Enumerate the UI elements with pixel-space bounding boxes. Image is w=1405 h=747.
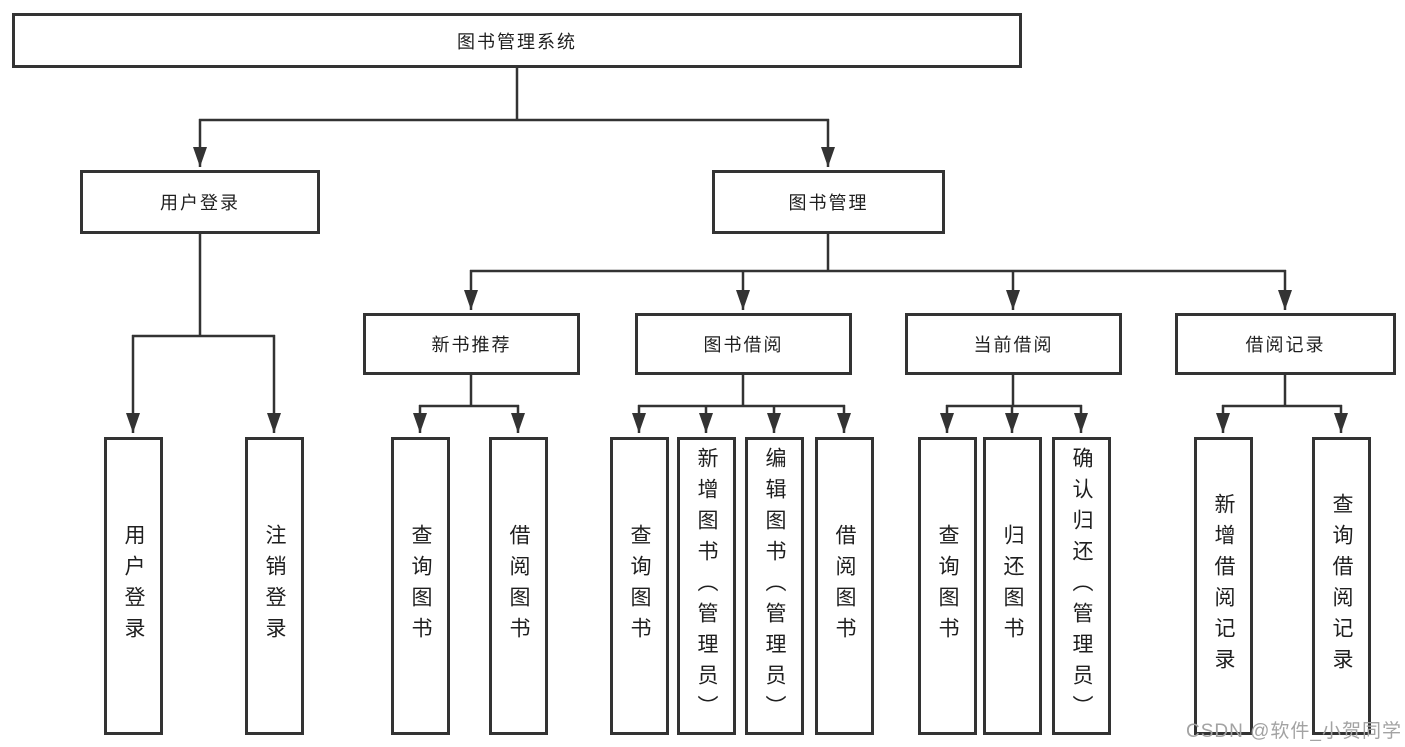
leaf-recommend-query-books: 查询图书 (391, 437, 450, 735)
leaf-current-return-books: 归还图书 (983, 437, 1042, 735)
leaf-current-query-books: 查询图书 (918, 437, 977, 735)
node-borrow-records: 借阅记录 (1175, 313, 1396, 375)
leaf-recommend-borrow-books: 借阅图书 (489, 437, 548, 735)
node-book-borrowing: 图书借阅 (635, 313, 852, 375)
node-user-login: 用户登录 (80, 170, 320, 234)
leaf-records-query-record: 查询借阅记录 (1312, 437, 1371, 735)
node-book-management: 图书管理 (712, 170, 945, 234)
leaf-borrow-borrow-books: 借阅图书 (815, 437, 874, 735)
leaf-borrow-edit-books-admin: 编辑图书（管理员） (745, 437, 804, 735)
csdn-watermark: CSDN @软件_小贺同学 (1186, 721, 1402, 742)
leaf-user-login: 用户登录 (104, 437, 163, 735)
leaf-current-confirm-return-admin: 确认归还（管理员） (1052, 437, 1111, 735)
leaf-records-add-record: 新增借阅记录 (1194, 437, 1253, 735)
leaf-borrow-query-books: 查询图书 (610, 437, 669, 735)
leaf-logout: 注销登录 (245, 437, 304, 735)
node-new-book-recommend: 新书推荐 (363, 313, 580, 375)
node-current-borrowing: 当前借阅 (905, 313, 1122, 375)
node-root-system: 图书管理系统 (12, 13, 1022, 68)
leaf-borrow-add-books-admin: 新增图书（管理员） (677, 437, 736, 735)
